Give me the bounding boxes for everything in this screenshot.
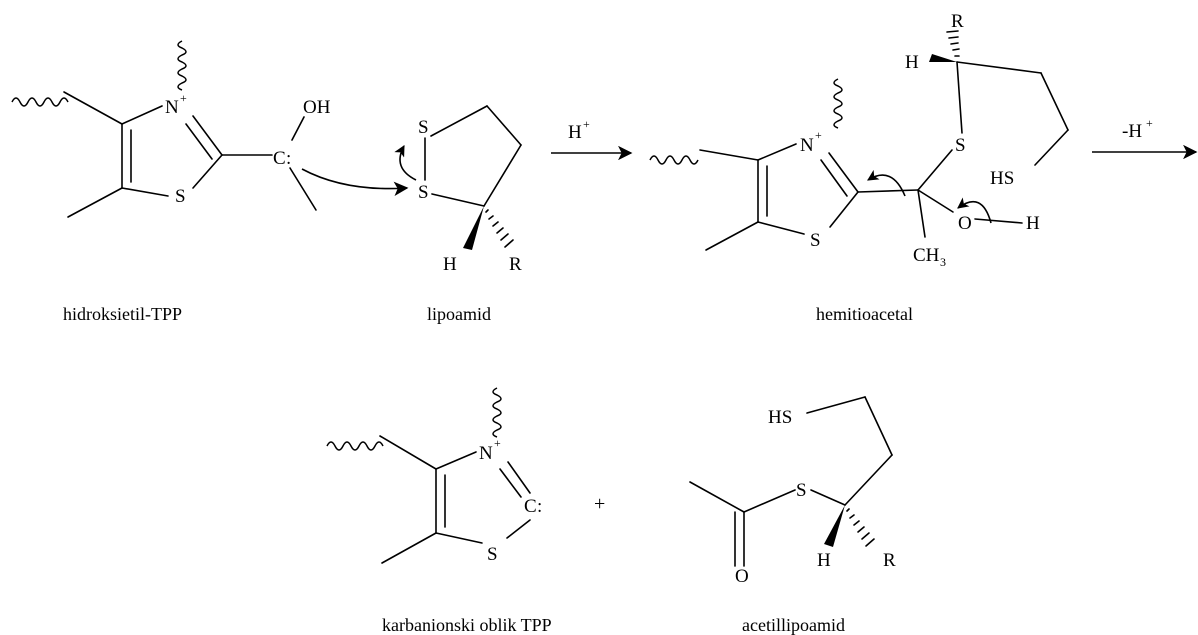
wavy-bond-top-2 [833, 78, 843, 129]
sulfur-atom: S [175, 186, 186, 207]
carbanion-carbon: C [273, 148, 286, 169]
acetyllipoamide-structure: S HS O H R [689, 396, 896, 587]
hash-bond-5 [846, 508, 875, 547]
hydrogen-atom-5: H [817, 550, 831, 571]
caption-carbanion-tpp: karbanionski oblik TPP [382, 615, 552, 635]
wavy-bond-top [177, 40, 187, 91]
hash-bond-2 [946, 30, 960, 57]
r-group: R [509, 254, 522, 275]
sulfur-atom-5: S [796, 480, 807, 501]
electron-arrow-ring [867, 169, 906, 197]
reaction-arrow-1: H + [551, 117, 633, 161]
hydrogen-atom: H [443, 254, 457, 275]
r-group-2: R [951, 11, 964, 32]
nitrogen-charge: + [180, 91, 187, 105]
nitrogen-atom-2: N [800, 135, 814, 156]
carbanion-carbon-3: C [524, 496, 537, 517]
caption-hemithioacetal: hemitioacetal [816, 304, 913, 324]
arrow-2-reagent-charge: + [1146, 116, 1153, 130]
reaction-arrow-2: -H + [1092, 116, 1198, 160]
arrow-2-reagent: -H [1122, 121, 1142, 142]
hash-bond [485, 209, 514, 248]
wavy-bond-top-3 [492, 387, 502, 438]
oxygen-atom-5: O [735, 566, 749, 587]
wavy-bond-left [11, 97, 69, 107]
sulfur-atom-thioether: S [955, 135, 966, 156]
hydroxyethyl-tpp-structure: N + S C : OH [11, 40, 409, 218]
sulfur-atom-3: S [487, 544, 498, 565]
nitrogen-atom: N [165, 97, 179, 118]
thiol-group: HS [990, 168, 1014, 189]
wavy-bond-left-3 [326, 441, 384, 451]
lone-pair: : [286, 148, 291, 169]
methyl-subscript: 3 [940, 255, 946, 269]
nitrogen-atom-3: N [479, 443, 493, 464]
disulfide-electron-arrow [394, 145, 417, 181]
sulfur-atom-bottom: S [418, 182, 429, 203]
hydrogen-atom-oh: H [1026, 213, 1040, 234]
wedge-bond [463, 206, 484, 250]
plus-sign: + [594, 493, 605, 515]
arrow-1-reagent-charge: + [583, 117, 590, 131]
caption-hydroxyethyl-tpp: hidroksietil-TPP [63, 304, 182, 324]
lipoamide-structure: S S H R [394, 105, 522, 275]
sulfur-atom-top: S [418, 117, 429, 138]
r-group-5: R [883, 550, 896, 571]
lone-pair-3: : [537, 496, 542, 517]
nitrogen-charge-3: + [494, 436, 501, 450]
arrow-1-reagent: H [568, 122, 582, 143]
hemithioacetal-structure: N + S S HS O H CH 3 H R [649, 11, 1069, 269]
carbanion-tpp-structure: N + S C : [326, 387, 542, 565]
caption-acetyllipoamide: acetillipoamid [742, 615, 845, 635]
electron-arrow-oh [957, 197, 992, 224]
caption-lipoamide: lipoamid [427, 304, 491, 324]
wedge-bond-5 [824, 505, 845, 547]
nitrogen-charge-2: + [815, 128, 822, 142]
oxygen-atom: O [958, 213, 972, 234]
methyl-group: CH [913, 245, 940, 266]
nucleophilic-attack-arrow [301, 168, 409, 197]
wavy-bond-left-2 [649, 155, 699, 165]
wedge-bond-2 [929, 54, 957, 62]
sulfur-atom-ring-2: S [810, 230, 821, 251]
thiol-group-5: HS [768, 407, 792, 428]
hydrogen-atom-2: H [905, 52, 919, 73]
hydroxyl-group: OH [303, 97, 331, 118]
